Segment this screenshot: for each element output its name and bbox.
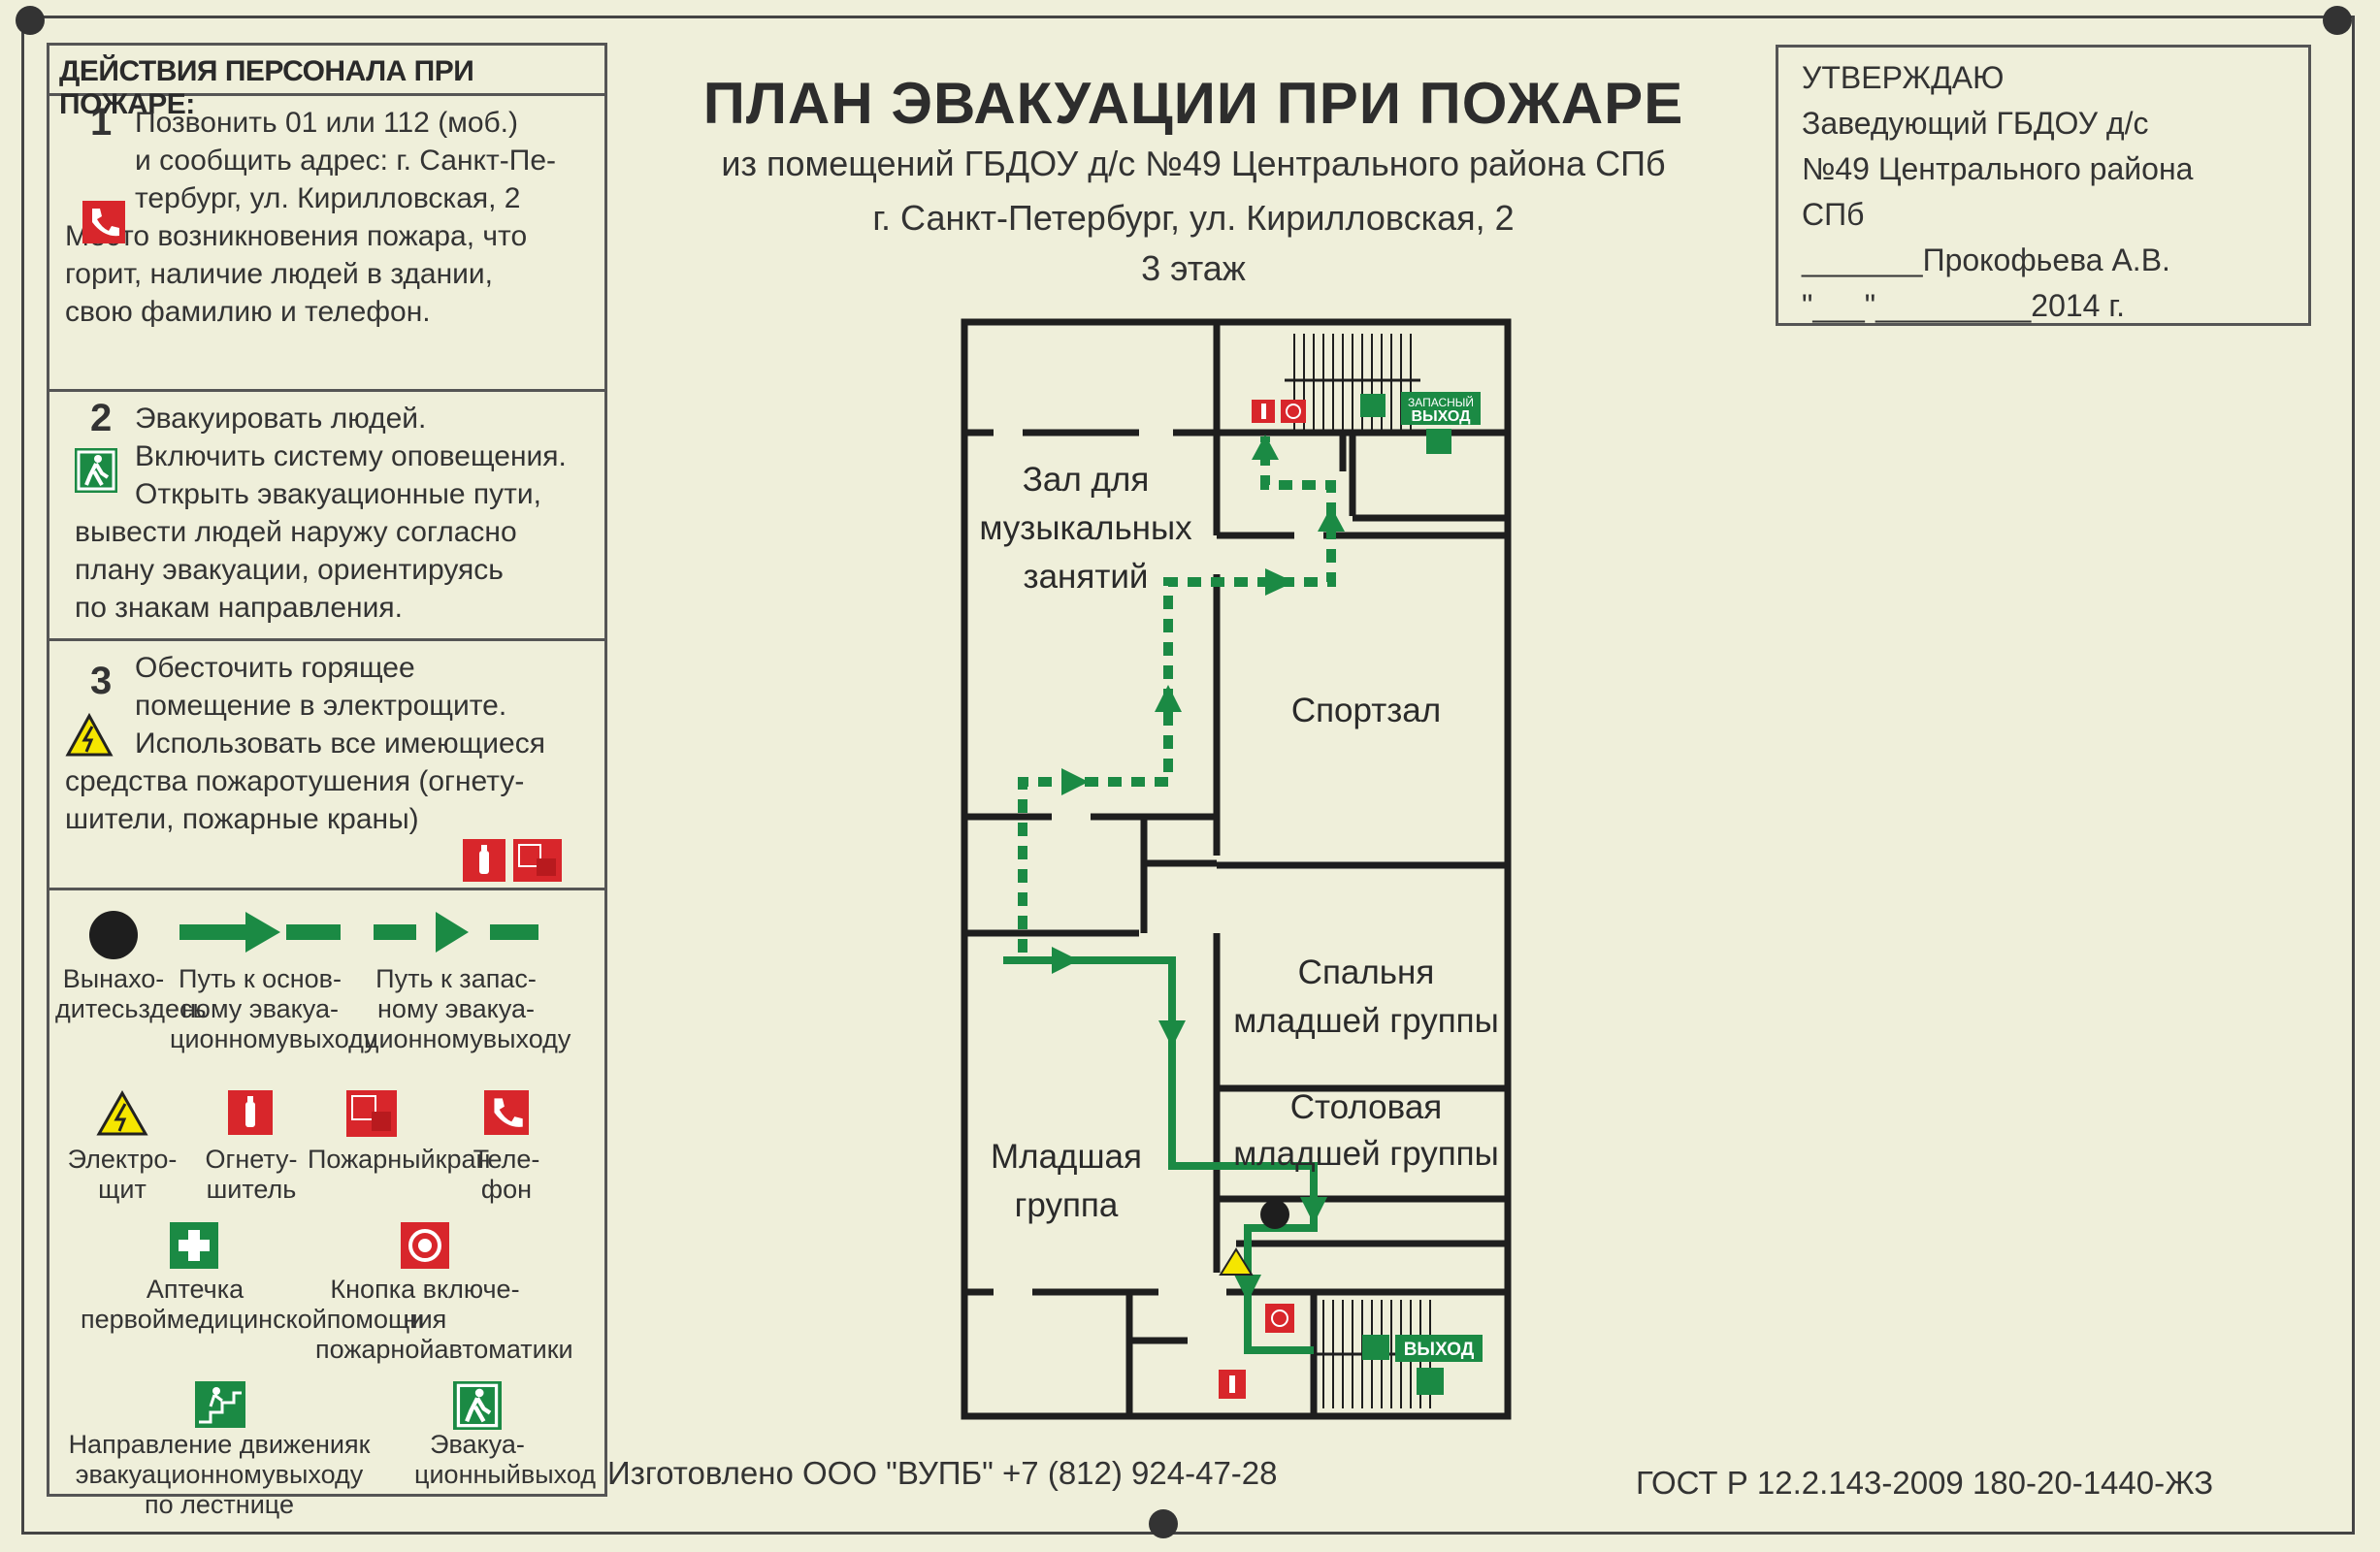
spare-evacuation-route (1018, 436, 1336, 953)
step-1-line: Позвонить 01 или 112 (моб.) (135, 107, 519, 139)
first-aid-icon (170, 1222, 218, 1269)
screw-top-right (2323, 6, 2352, 35)
step-number: 2 (90, 397, 113, 439)
step-1: 1 Позвонить 01 или 112 (моб.) и сообщить… (49, 96, 604, 392)
exit-sign-icon (1417, 1368, 1444, 1395)
exit-sign-icon (75, 448, 117, 493)
plan-title: ПЛАН ЭВАКУАЦИИ ПРИ ПОЖАРЕ (702, 71, 1684, 136)
legend-you-are-here: Вынахо-дитесьздесь (55, 964, 207, 1023)
gost-code: ГОСТ Р 12.2.143-2009 180-20-1440-ЖЗ (1636, 1465, 2214, 1501)
plan-address: г. Санкт-Петербург, ул. Кирилловская, 2 (872, 198, 1515, 238)
spare-exit-sign (1401, 392, 1481, 425)
main-exit-sign (1395, 1335, 1483, 1362)
bottom-icons (1219, 1247, 1483, 1399)
screw-bottom (1149, 1509, 1178, 1538)
legend-spare-route: Путь к запас-ному эвакуа-ционномувыходу (364, 964, 571, 1053)
step-3-line: Использовать все имеющиеся (135, 728, 545, 760)
screw-top-left (16, 6, 45, 35)
step-3-line: шители, пожарные краны) (65, 803, 419, 835)
spare-route-arrows (1061, 435, 1345, 795)
approval-line: Заведующий ГБДОУ д/с (1802, 106, 2149, 141)
exit-sign-icon (453, 1381, 502, 1430)
stairs-direction-icon (1362, 1335, 1389, 1360)
alarm-button-icon (401, 1222, 449, 1269)
electrical-panel-icon (1219, 1247, 1254, 1276)
step-1-line: и сообщить адрес: г. Санкт-Пе- (135, 145, 556, 177)
phone-icon (484, 1090, 529, 1135)
plan-subtitle: из помещений ГБДОУ д/с №49 Центрального … (721, 144, 1666, 183)
extinguisher-icon (463, 839, 505, 882)
step-2-line: вывести людей наружу согласно (75, 516, 517, 548)
floor-plan-drawing: ЗАПАСНЫЙ ВЫХОД ВЫХОД (961, 318, 1512, 1420)
staff-actions-panel: ДЕЙСТВИЯ ПЕРСОНАЛА ПРИ ПОЖАРЕ: 1 Позвони… (47, 43, 607, 1519)
top-icons (1252, 392, 1481, 454)
approval-line: УТВЕРЖДАЮ (1802, 60, 2005, 95)
electrical-panel-icon (65, 713, 114, 757)
main-route-arrow-icon (179, 912, 341, 953)
approval-block: УТВЕРЖДАЮ Заведующий ГБДОУ д/с №49 Центр… (1776, 45, 2311, 326)
step-3-line: Обесточить горящее (135, 652, 415, 684)
alarm-button-icon (1265, 1304, 1294, 1333)
extinguisher-icon (228, 1090, 273, 1135)
spare-route-arrow-icon (374, 912, 538, 953)
step-2-line: по знакам направления. (75, 592, 403, 624)
step-number: 1 (90, 101, 113, 144)
legend-exit: Эвакуа-ционныйвыход (414, 1430, 596, 1489)
you-are-here-icon (89, 911, 138, 959)
step-1-line: горит, наличие людей в здании, (65, 258, 494, 290)
floor-label: 3 этаж (1141, 248, 1246, 288)
manufacturer-note: Изготовлено ООО "ВУПБ" +7 (812) 924-47-2… (607, 1455, 1278, 1491)
step-2: 2 Эвакуировать людей. Включить систему о… (49, 392, 604, 641)
step-2-line: плану эвакуации, ориентируясь (75, 554, 504, 586)
stairs-direction-icon (195, 1381, 245, 1428)
electrical-panel-icon (96, 1090, 148, 1136)
fire-hydrant-icon (346, 1090, 397, 1137)
step-3-line: средства пожаротушения (огнету- (65, 765, 525, 797)
room-gym: Спортзал (1290, 692, 1442, 729)
legend-stairs-direction: Направление движенияк эвакуационномувыхо… (68, 1430, 371, 1519)
step-2-line: Эвакуировать людей. (135, 403, 427, 435)
main-route-arrows (1052, 947, 1327, 1302)
legend-electrical-panel: Электро-щит (67, 1145, 178, 1204)
phone-icon (82, 201, 125, 243)
legend-extinguisher: Огнету-шитель (205, 1145, 298, 1204)
main-exit-sign-text: ВЫХОД (1404, 1340, 1475, 1360)
fire-hydrant-icon (513, 839, 562, 882)
approval-line: №49 Центрального района (1802, 151, 2194, 186)
spare-exit-sign-text: ЗАПАСНЫЙ (1408, 395, 1474, 409)
legend-phone: Теле-фон (473, 1145, 540, 1204)
approval-line: _______Прокофьева А.В. (1802, 242, 2170, 277)
legend-fire-hydrant: Пожарныйкран (308, 1145, 491, 1174)
step-3-line: помещение в электрощите. (135, 690, 507, 722)
legend-first-aid: Аптечка первоймедицинскойпомощи (81, 1275, 425, 1334)
step-2-line: Открыть эвакуационные пути, (135, 478, 541, 510)
step-1-line: свою фамилию и телефон. (65, 296, 431, 328)
legend-main-route: Путь к основ-ному эвакуа-ционномувыходу (170, 964, 377, 1053)
step-3: 3 Обесточить горящее помещение в электро… (49, 641, 604, 890)
walls (961, 318, 1512, 1420)
you-are-here-marker (1260, 1200, 1289, 1229)
legend: Вынахо-дитесьздесь Путь к основ-ному эва… (49, 890, 604, 1519)
approval-line: СПб (1802, 197, 1865, 232)
exit-sign-icon (1426, 429, 1451, 454)
spare-exit-sign-text: ВЫХОД (1411, 408, 1471, 425)
stairs-direction-icon (1360, 394, 1386, 417)
approval-line: "___"_________2014 г. (1802, 288, 2126, 323)
alarm-button-icon (1281, 400, 1306, 423)
actions-header: ДЕЙСТВИЯ ПЕРСОНАЛА ПРИ ПОЖАРЕ: (49, 46, 604, 120)
step-1-line: Место возникновения пожара, что (65, 220, 528, 252)
step-number: 3 (90, 660, 113, 702)
plate-frame (21, 16, 2355, 1535)
legend-alarm-button: Кнопка включе-ния пожарнойавтоматики (315, 1275, 573, 1364)
step-2-line: Включить систему оповещения. (135, 440, 567, 472)
step-1-line: тербург, ул. Кирилловская, 2 (135, 182, 521, 214)
